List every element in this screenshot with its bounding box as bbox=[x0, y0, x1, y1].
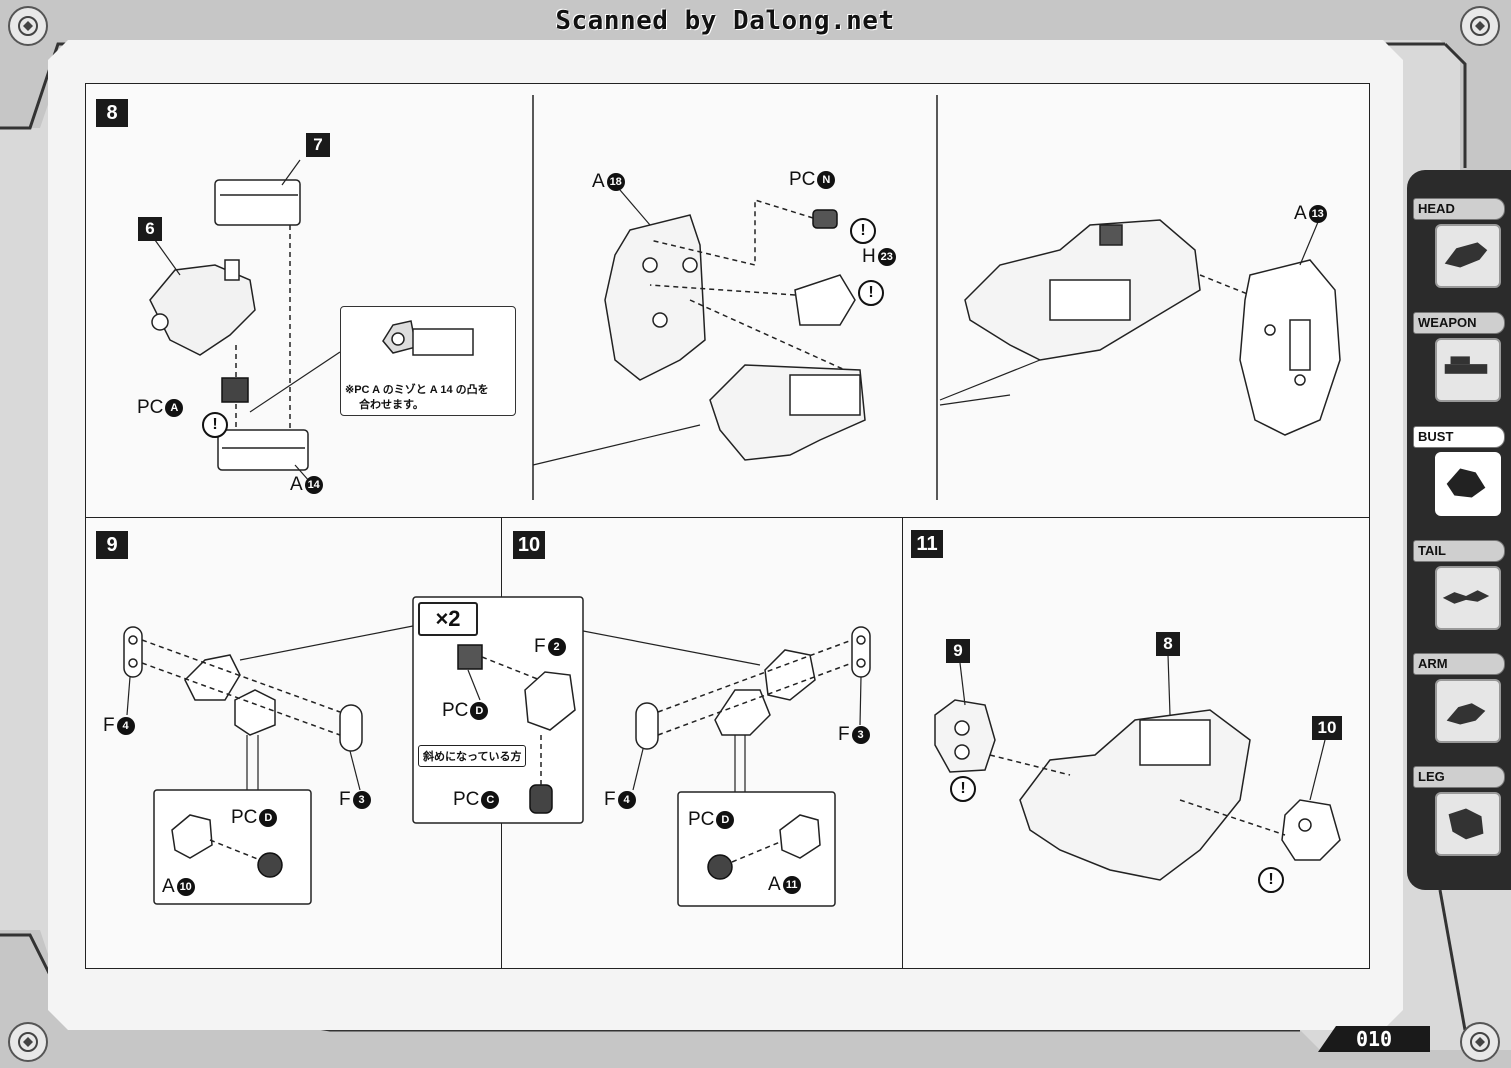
sub-assembly-10-badge: 10 bbox=[1312, 716, 1342, 740]
leg-icon bbox=[1435, 792, 1501, 856]
corner-emblem-icon bbox=[1460, 6, 1500, 46]
tab-arm-label: ARM bbox=[1413, 653, 1505, 675]
page-number: 010 bbox=[1318, 1026, 1430, 1052]
sub-assembly-9-badge: 9 bbox=[946, 639, 970, 663]
part-7-cover bbox=[214, 179, 301, 226]
caution-icon: ! bbox=[202, 412, 228, 438]
bust-assembly bbox=[964, 219, 1201, 361]
tab-tail-label: TAIL bbox=[1413, 540, 1505, 562]
step-9-parts bbox=[123, 626, 363, 752]
step-10-parts bbox=[635, 626, 871, 750]
step-10-number: 10 bbox=[513, 531, 545, 559]
part-h23 bbox=[794, 274, 856, 326]
tail-icon bbox=[1435, 566, 1501, 630]
alignment-note-line2: 合わせます。 bbox=[359, 399, 424, 411]
step-9-number: 9 bbox=[96, 531, 128, 559]
part-a13 bbox=[1239, 259, 1341, 436]
caution-icon: ! bbox=[1258, 867, 1284, 893]
weapon-icon bbox=[1435, 338, 1501, 402]
corner-emblem-icon bbox=[8, 1022, 48, 1062]
quantity-x2-badge: ×2 bbox=[418, 602, 478, 636]
tab-leg-label: LEG bbox=[1413, 766, 1505, 788]
corner-emblem-icon bbox=[1460, 1022, 1500, 1062]
tab-weapon-label: WEAPON bbox=[1413, 312, 1505, 334]
caution-icon: ! bbox=[850, 218, 876, 244]
bust-icon bbox=[1435, 452, 1501, 516]
part-6-joint bbox=[149, 259, 256, 356]
sub-assembly-8-badge: 8 bbox=[1156, 632, 1180, 656]
part-a14 bbox=[217, 429, 309, 471]
alignment-note: ※PC A のミゾと A 14 の凸を 合わせます。 bbox=[340, 306, 516, 416]
part-pcn bbox=[812, 209, 838, 229]
tab-head-label: HEAD bbox=[1413, 198, 1505, 220]
step-11-number: 11 bbox=[911, 530, 943, 558]
orientation-hint: 斜めになっている方 bbox=[418, 745, 527, 767]
alignment-detail-icon bbox=[382, 320, 474, 356]
part-a18-frame bbox=[604, 214, 706, 381]
alignment-note-line1: ※PC A のミゾと A 14 の凸を bbox=[345, 384, 489, 396]
step-8-number: 8 bbox=[96, 99, 128, 127]
watermark: Scanned by Dalong.net bbox=[555, 6, 895, 36]
caution-icon: ! bbox=[950, 776, 976, 802]
caution-icon: ! bbox=[858, 280, 884, 306]
head-icon bbox=[1435, 224, 1501, 288]
arm-icon bbox=[1435, 679, 1501, 743]
part-8-sub bbox=[709, 364, 866, 461]
tab-bust-label: BUST bbox=[1413, 426, 1505, 448]
sub-assembly-7-badge: 7 bbox=[306, 133, 330, 157]
step-11-parts bbox=[934, 699, 1341, 881]
corner-emblem-icon bbox=[8, 6, 48, 46]
sub-assembly-6-badge: 6 bbox=[138, 217, 162, 241]
